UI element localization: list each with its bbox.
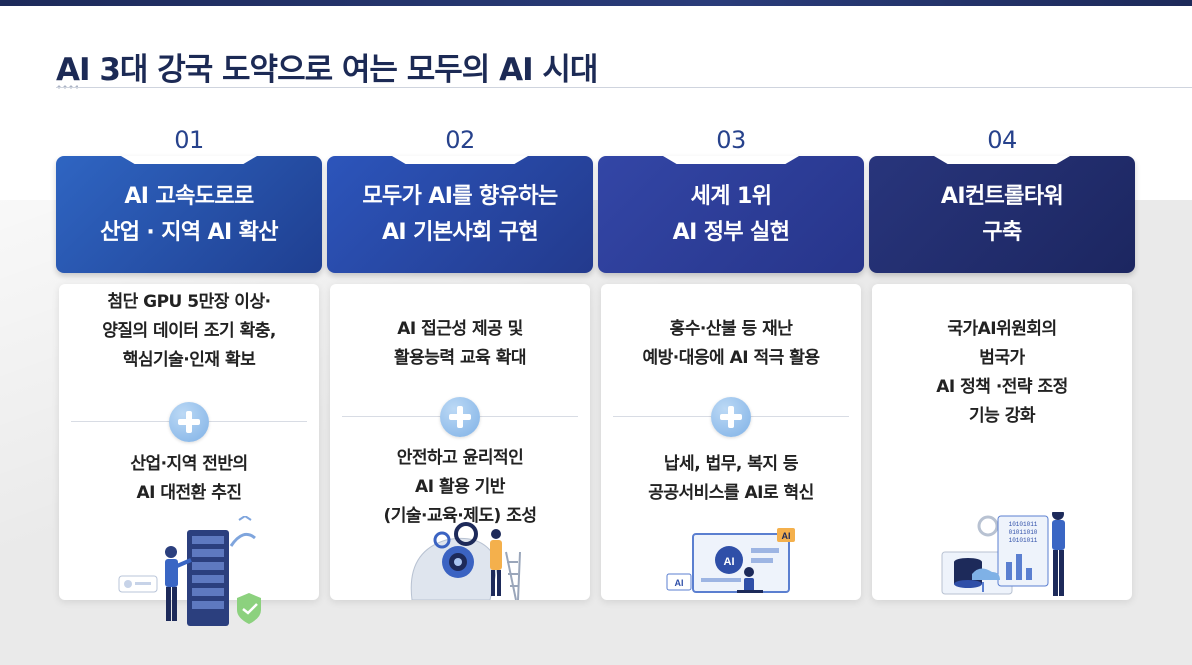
ai-dashboard-icon: AI AI AI [666,528,795,593]
text-line: AI 접근성 제공 및 [397,319,523,339]
header-line: AI 고속도로로 [124,183,254,209]
text-line: 납세, 법무, 복지 등 [663,454,799,474]
column-header: 세계 1위 AI 정부 실현 [598,156,864,273]
header-line: AI 정부 실현 [672,219,790,245]
text-line: AI 정책 ·전략 조정 [936,377,1068,397]
header-line: 세계 1위 [690,183,772,209]
column-2: 02 모두가 AI를 향유하는 AI 기본사회 구현 AI 접근성 제공 및 활… [327,118,593,600]
text-line: (기술·교육·제도) 조성 [383,506,538,526]
title-underline [56,87,1192,88]
block-2: 안전하고 윤리적인 AI 활용 기반 (기술·교육·제도) 조성 [330,444,590,531]
column-3: 03 세계 1위 AI 정부 실현 홍수·산불 등 재난 예방·대응에 AI 적… [598,118,864,600]
text-line: 범국가 [979,348,1025,368]
header-line: AI컨트롤타워 [940,183,1064,209]
column-header: AI컨트롤타워 구축 [869,156,1135,273]
column-body: 홍수·산불 등 재난 예방·대응에 AI 적극 활용 납세, 법무, 복지 등 … [601,284,861,600]
column-number: 03 [716,126,746,154]
header-line: 산업 · 지역 AI 확산 [100,219,278,245]
column-4: 04 AI컨트롤타워 구축 국가AI위원회의 범국가 AI 정책 ·전략 조정 … [869,118,1135,600]
column-1: 01 AI 고속도로로 산업 · 지역 AI 확산 첨단 GPU 5만장 이상·… [56,118,322,626]
block-2: 납세, 법무, 복지 등 공공서비스를 AI로 혁신 [601,450,861,508]
page-title: AI 3대 강국 도약으로 여는 모두의 AI 시대 [56,52,598,88]
ai-tag-label: AI [675,578,684,588]
header-line: 모두가 AI를 향유하는 [362,183,558,209]
data-analytics-icon: 10101011 01011010 10101011 [941,512,1065,596]
block-1: 첨단 GPU 5만장 이상· 양질의 데이터 조기 확충, 핵심기술·인재 확보 [59,288,319,375]
column-number: 04 [987,126,1017,154]
text-line: 공공서비스를 AI로 혁신 [648,483,814,503]
text-line: 예방·대응에 AI 적극 활용 [642,348,820,368]
column-body: 첨단 GPU 5만장 이상· 양질의 데이터 조기 확충, 핵심기술·인재 확보… [59,284,319,626]
block-2: 산업·지역 전반의 AI 대전환 추진 [59,450,319,508]
text-line: 핵심기술·인재 확보 [122,350,256,370]
block-1: 국가AI위원회의 범국가 AI 정책 ·전략 조정 기능 강화 [872,315,1132,431]
text-line: 첨단 GPU 5만장 이상· [107,292,271,312]
header-line: AI 기본사회 구현 [382,219,539,245]
block-1: AI 접근성 제공 및 활용능력 교육 확대 [330,315,590,373]
plus-icon [440,397,480,437]
plus-icon [711,397,751,437]
text-line: 활용능력 교육 확대 [394,348,526,368]
binary-line: 01011010 [1009,529,1038,536]
ai-badge-label: AI [782,531,791,541]
column-body: 국가AI위원회의 범국가 AI 정책 ·전략 조정 기능 강화 10101011… [872,284,1132,600]
text-line: 산업·지역 전반의 [130,454,248,474]
data-server-icon [118,516,261,626]
text-line: AI 활용 기반 [415,477,505,497]
ai-chip-label: AI [724,556,735,568]
header-line: 구축 [982,219,1022,245]
column-number: 01 [174,126,204,154]
plus-icon [169,402,209,442]
block-1: 홍수·산불 등 재난 예방·대응에 AI 적극 활용 [601,315,861,373]
text-line: 안전하고 윤리적인 [396,448,524,468]
column-number: 02 [445,126,475,154]
ai-robot-head-icon [410,522,521,600]
text-line: 기능 강화 [969,406,1035,426]
binary-line: 10101011 [1009,521,1038,528]
column-header: AI 고속도로로 산업 · 지역 AI 확산 [56,156,322,273]
binary-line: 10101011 [1009,537,1038,544]
text-line: AI 대전환 추진 [136,483,242,503]
text-line: 홍수·산불 등 재난 [669,319,793,339]
column-body: AI 접근성 제공 및 활용능력 교육 확대 안전하고 윤리적인 AI 활용 기… [330,284,590,600]
text-line: 국가AI위원회의 [947,319,1057,339]
column-header: 모두가 AI를 향유하는 AI 기본사회 구현 [327,156,593,273]
top-accent-bar [0,0,1192,6]
text-line: 양질의 데이터 조기 확충, [102,321,276,341]
